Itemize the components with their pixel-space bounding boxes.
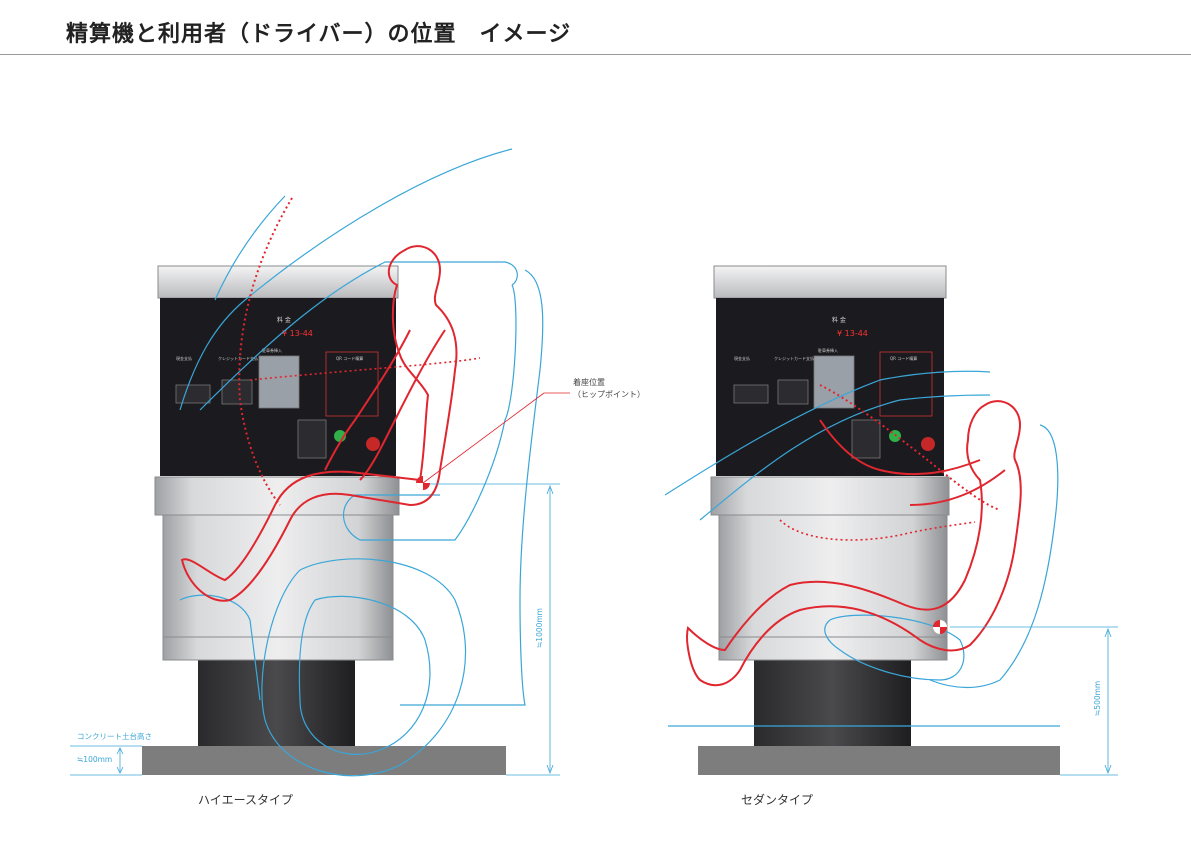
caption-hiace: ハイエースタイプ [198, 793, 294, 807]
fee-display-right: ¥ 13-44 [837, 329, 868, 338]
cash-label-right: 現金支払 [734, 355, 750, 361]
hip-point-sub-label: （ヒップポイント） [573, 390, 645, 399]
qr-label-right: QR コード精算 [890, 355, 917, 361]
page-title: 精算機と利用者（ドライバー）の位置 イメージ [66, 22, 572, 47]
machine-post-right [754, 660, 911, 746]
machine-body-left [162, 514, 394, 661]
sedan-vehicle-outline [664, 370, 1060, 727]
hiace-vehicle-outline [179, 148, 544, 777]
hiace-height-dimension [70, 483, 560, 776]
fee-label-left: 料 金 [277, 316, 291, 324]
fee-label-right: 料 金 [832, 316, 846, 324]
hiace-diagram: 料 金 ¥ 13-44 現金支払 クレジットカード支払 駐車券挿入 QR コード… [70, 148, 570, 777]
credit-label-left: クレジットカード支払 [218, 355, 258, 361]
machine-post-left [198, 660, 355, 746]
sedan-height-dimension [950, 626, 1118, 776]
title-divider [0, 54, 1191, 55]
machine-body-right [718, 514, 948, 661]
caption-sedan: セダンタイプ [741, 793, 814, 807]
base-height-value: ≒100mm [77, 755, 113, 764]
fee-display-left: ¥ 13-44 [282, 329, 313, 338]
hip-point-label: 着座位置 [573, 378, 605, 387]
sedan-hip-point-marker [933, 620, 947, 634]
concrete-base-label: コンクリート土台高さ [77, 732, 152, 741]
sedan-driver-figure [686, 400, 1022, 687]
hiace-height-value: ≒1000mm [535, 608, 544, 648]
ticket-label-right: 駐車券挿入 [818, 347, 838, 353]
sedan-height-value: ≒500mm [1093, 680, 1102, 716]
cash-label-left: 現金支払 [176, 355, 192, 361]
hiace-driver-figure [180, 245, 458, 602]
ticket-label-left: 駐車券挿入 [262, 347, 282, 353]
concrete-base-left [142, 746, 506, 775]
qr-label-left: QR コード精算 [336, 355, 363, 361]
credit-label-right: クレジットカード支払 [774, 355, 814, 361]
concrete-base-right [698, 746, 1060, 775]
sedan-diagram: 料 金 ¥ 13-44 現金支払 クレジットカード支払 駐車券挿入 QR コード… [664, 265, 1118, 776]
